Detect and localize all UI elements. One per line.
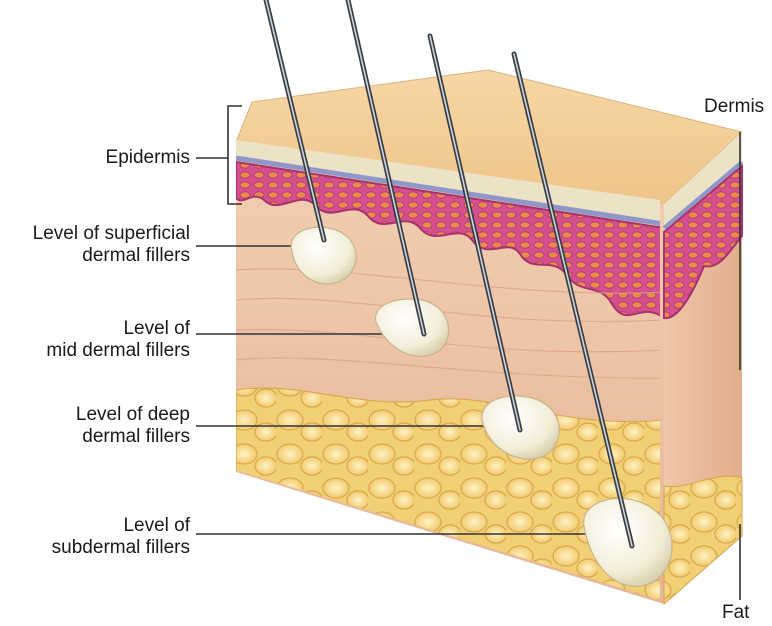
label-deep-fillers: Level of deep dermal fillers: [0, 404, 190, 448]
label-superficial-fillers: Level of superficial dermal fillers: [0, 223, 190, 267]
label-dermis: Dermis: [704, 96, 764, 118]
label-mid-fillers: Level of mid dermal fillers: [0, 318, 190, 362]
label-subdermal-fillers: Level of subdermal fillers: [0, 515, 190, 559]
label-fat: Fat: [722, 602, 749, 624]
label-epidermis: Epidermis: [60, 147, 190, 169]
